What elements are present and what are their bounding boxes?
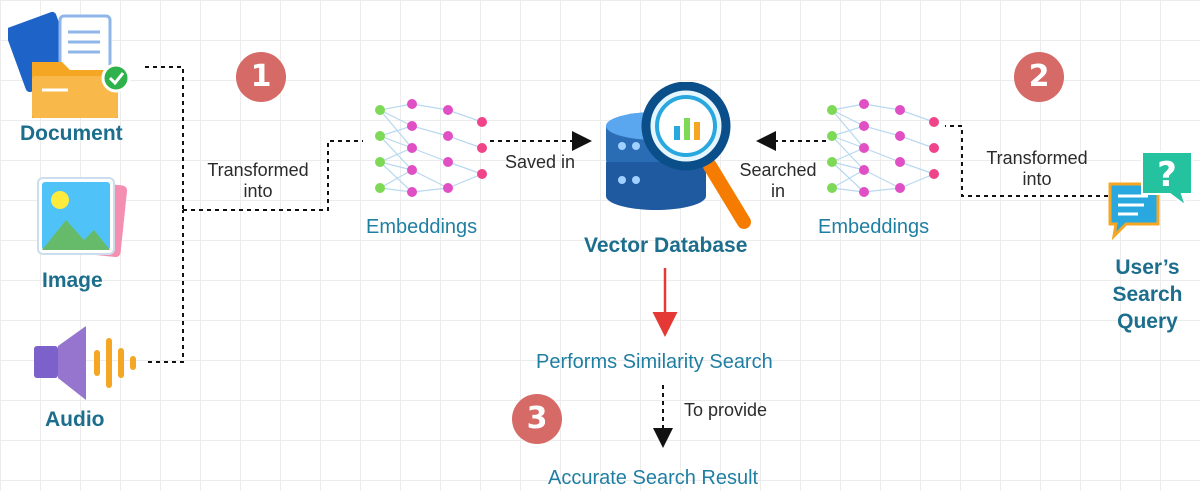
image-icon bbox=[37, 177, 128, 258]
searched-in-line-1: Searched bbox=[739, 160, 817, 180]
image-label: Image bbox=[42, 269, 103, 292]
transformed-into-left-label: Transformed into bbox=[193, 160, 323, 202]
document-connector bbox=[145, 66, 184, 210]
accurate-result-label: Accurate Search Result bbox=[548, 467, 759, 489]
searched-in-label: Searched in bbox=[728, 160, 828, 202]
transformed-into-right-line-1: Transformed bbox=[986, 148, 1088, 168]
embeddings-right-label: Embeddings bbox=[818, 216, 930, 238]
svg-text:?: ? bbox=[1157, 155, 1177, 195]
document-icon bbox=[8, 11, 131, 118]
document-label: Document bbox=[20, 122, 123, 145]
similarity-search-label: Performs Similarity Search bbox=[536, 351, 773, 373]
step-badge-3: 3 bbox=[512, 394, 562, 444]
audio-icon bbox=[34, 326, 136, 400]
to-provide-label: To provide bbox=[684, 400, 768, 420]
user-query-line-3: Query bbox=[1117, 310, 1178, 333]
vector-database-label: Vector Database bbox=[584, 234, 748, 257]
embeddings-left-icon bbox=[375, 99, 487, 197]
step-badge-1: 1 bbox=[236, 52, 286, 102]
bracket-to-embeddings bbox=[183, 140, 363, 211]
searched-in-line-2: in bbox=[770, 181, 785, 201]
embeddings-left-label: Embeddings bbox=[366, 216, 478, 238]
audio-label: Audio bbox=[45, 408, 105, 431]
vector-database-icon bbox=[606, 82, 751, 229]
user-query-label: User’s Search Query bbox=[1100, 254, 1195, 335]
user-query-line-1: User’s bbox=[1115, 256, 1180, 279]
transformed-into-left-line-1: Transformed bbox=[207, 160, 309, 180]
transformed-into-left-line-2: into bbox=[243, 181, 273, 201]
search-query-icon: ? bbox=[1108, 151, 1193, 241]
embeddings-right-icon bbox=[827, 99, 939, 197]
transformed-into-right-label: Transformed into bbox=[972, 148, 1102, 190]
audio-connector bbox=[148, 210, 184, 363]
saved-in-label: Saved in bbox=[505, 152, 576, 172]
transformed-into-right-line-2: into bbox=[1022, 169, 1052, 189]
user-query-line-2: Search bbox=[1112, 283, 1183, 306]
step-badge-2: 2 bbox=[1014, 52, 1064, 102]
query-connector bbox=[945, 125, 1108, 197]
